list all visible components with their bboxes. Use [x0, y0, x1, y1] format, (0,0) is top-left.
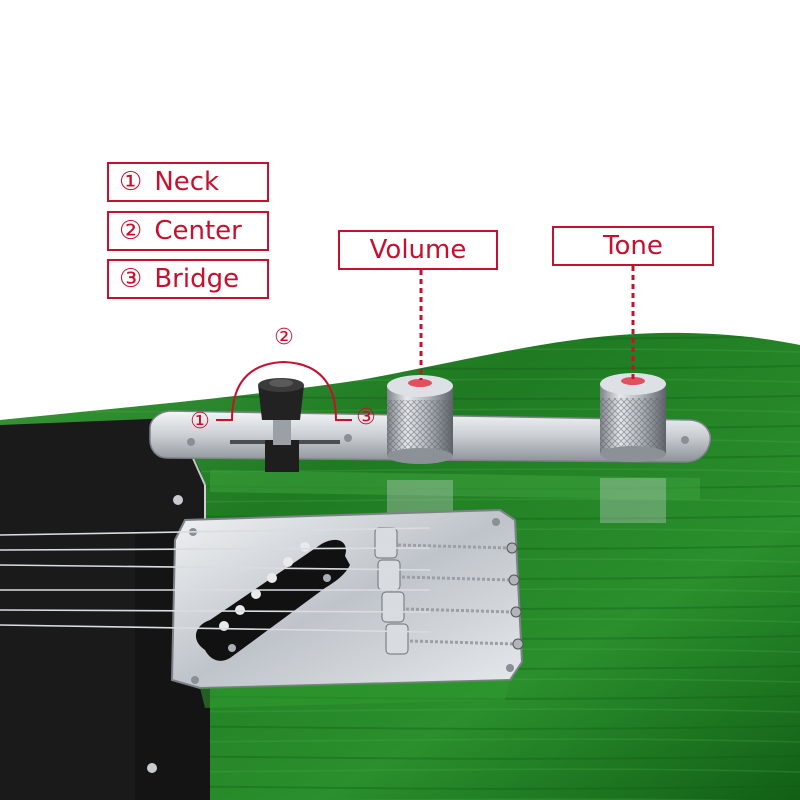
legend-bridge: ③ Bridge: [107, 259, 269, 299]
selector-position-diagram: [216, 360, 352, 421]
legend-neck: ① Neck: [107, 162, 269, 202]
tone-knob: [600, 373, 666, 523]
legend-label: Neck: [154, 167, 220, 197]
volume-knob: [387, 375, 453, 525]
volume-label: Volume: [338, 230, 498, 270]
switch-position-3: ③: [356, 405, 376, 430]
guitar-strings: [0, 527, 431, 633]
legend-number: ①: [119, 167, 143, 197]
legend-label: Bridge: [154, 264, 240, 294]
selector-switch-tip: [258, 378, 304, 472]
bridge-plate: [170, 508, 524, 708]
tone-label: Tone: [552, 226, 714, 266]
switch-position-1: ①: [190, 409, 210, 434]
legend-center: ② Center: [107, 211, 269, 251]
bridge-pickup: [195, 539, 350, 661]
legend-number: ②: [119, 216, 143, 246]
legend-number: ③: [119, 264, 143, 294]
legend-label: Center: [154, 216, 242, 246]
switch-position-2: ②: [274, 325, 294, 350]
